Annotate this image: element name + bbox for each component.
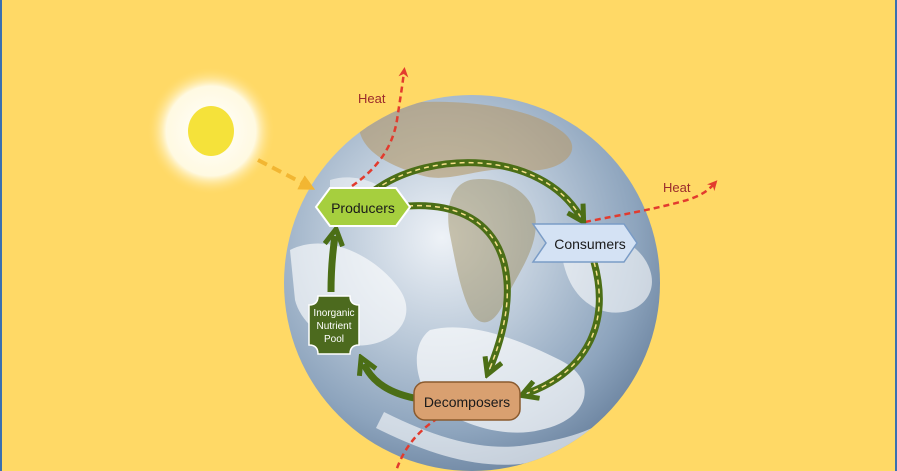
decomposers-heat-arrow bbox=[394, 416, 439, 471]
sun-icon bbox=[147, 67, 275, 195]
producers-heat-label: Heat bbox=[358, 91, 386, 106]
consumers-node: Consumers bbox=[531, 223, 638, 263]
decomposers-node: Decomposers bbox=[413, 381, 521, 421]
decomposers-to-pool-arrow bbox=[364, 364, 415, 402]
producers-label: Producers bbox=[331, 200, 395, 216]
left-frame-edge bbox=[0, 0, 2, 471]
nutrient-pool-label-line3: Pool bbox=[324, 334, 344, 345]
nutrient-pool-node: Inorganic Nutrient Pool bbox=[308, 295, 360, 355]
producers-heat-arrow bbox=[351, 67, 409, 188]
producers-node: Producers bbox=[314, 187, 412, 227]
consumers-heat-label: Heat bbox=[663, 180, 691, 195]
energy-flow-arrows bbox=[331, 159, 603, 402]
sunlight-arrow bbox=[257, 158, 316, 190]
nutrient-pool-label-line2: Nutrient bbox=[316, 321, 351, 332]
consumers-heat-arrow bbox=[584, 180, 718, 224]
right-frame-edge bbox=[895, 0, 897, 471]
consumers-label: Consumers bbox=[554, 236, 626, 252]
pool-to-producers-arrow bbox=[331, 236, 335, 293]
decomposers-label: Decomposers bbox=[424, 394, 510, 410]
nutrient-pool-label-line1: Inorganic bbox=[313, 308, 354, 319]
